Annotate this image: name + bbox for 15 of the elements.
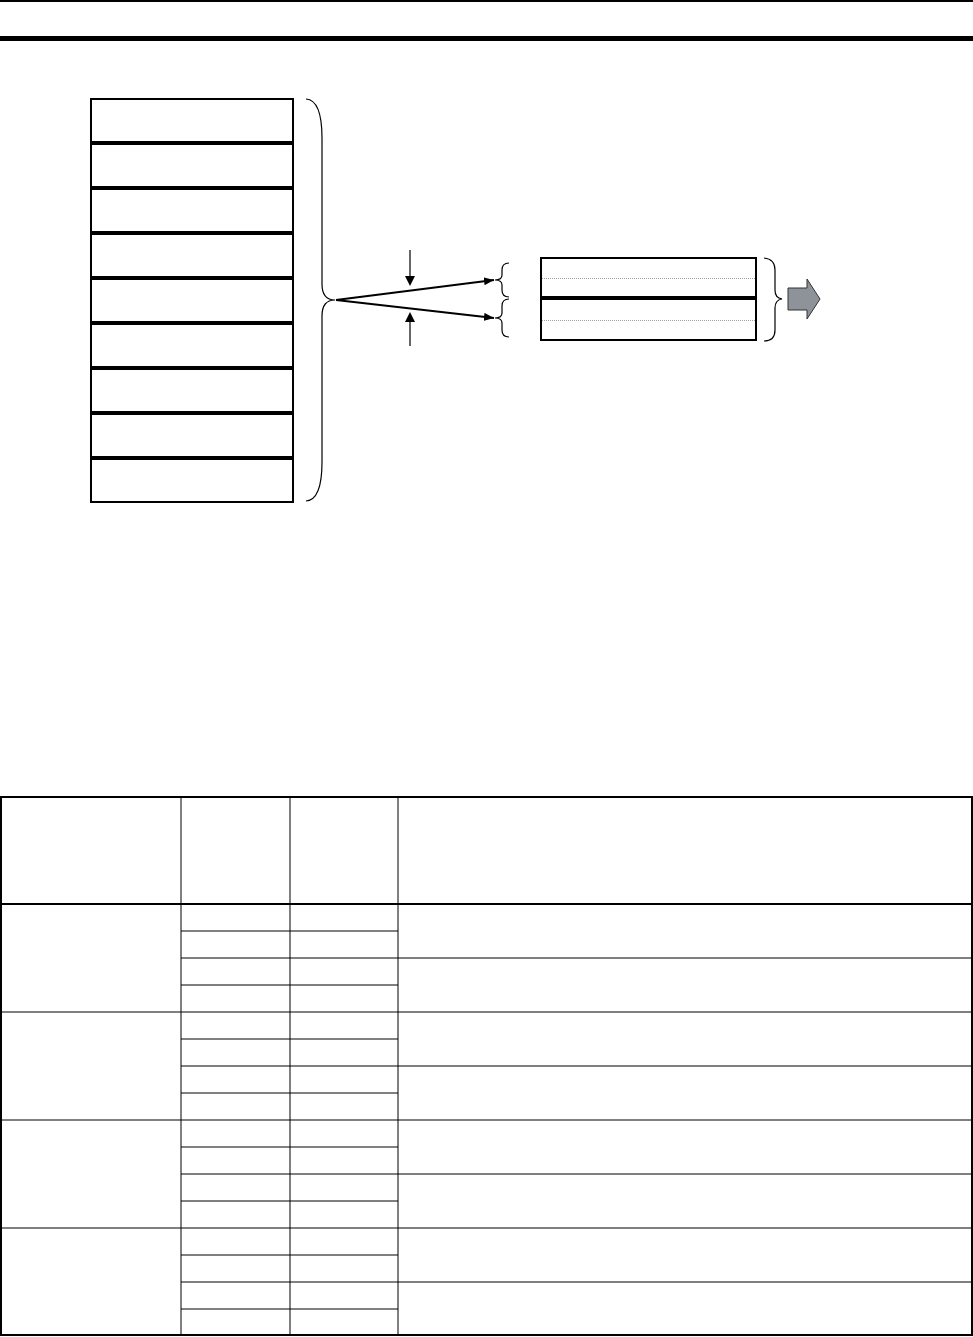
box-frame <box>90 278 294 323</box>
box-frame <box>90 233 294 278</box>
box-frame <box>90 188 294 233</box>
curly-brace <box>494 262 510 298</box>
box-frame <box>90 458 294 503</box>
curly-brace <box>305 98 336 502</box>
box-frame <box>90 323 294 368</box>
arrow <box>335 299 495 321</box>
box-frame <box>90 368 294 413</box>
box-frame <box>90 413 294 458</box>
box-frame <box>540 257 757 298</box>
curly-brace <box>494 298 510 338</box>
box-frame <box>90 98 294 143</box>
box-frame <box>540 298 757 341</box>
box-frame <box>90 143 294 188</box>
